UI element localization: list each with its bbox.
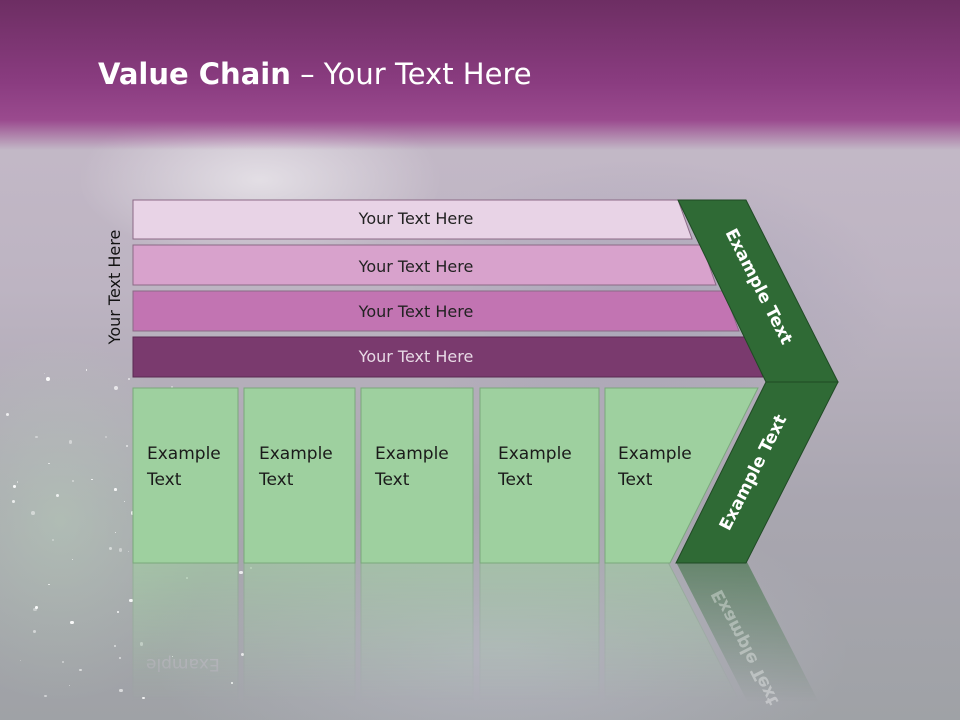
page-title: Value Chain – Your Text Here <box>98 56 532 92</box>
sparkle <box>239 570 243 574</box>
sparkle <box>6 412 10 416</box>
sparkle <box>16 480 19 483</box>
bar-1 <box>132 199 693 240</box>
sparkle <box>114 385 119 390</box>
bar-1-label: Your Text Here <box>358 209 474 228</box>
bar-4 <box>132 336 764 378</box>
sparkle <box>13 485 16 488</box>
box-2-line1: Example <box>259 444 333 464</box>
box-2-line2: Text <box>258 470 294 490</box>
title-band <box>0 0 960 150</box>
box-reflection <box>243 561 356 720</box>
box-reflection <box>479 561 600 720</box>
sparkle <box>105 435 108 439</box>
sparkle <box>130 510 135 515</box>
sparkle <box>55 493 59 497</box>
bar-3 <box>132 290 740 332</box>
bar-4-label: Your Text Here <box>358 347 474 366</box>
sparkle <box>68 440 72 444</box>
box-4-line1: Example <box>498 444 572 464</box>
box-5-line1: Example <box>618 444 692 464</box>
title-bold: Value Chain <box>98 57 291 91</box>
sparkle <box>47 583 50 586</box>
box-2 <box>243 387 356 564</box>
sparkle <box>45 377 50 381</box>
chevron-reflection <box>676 562 828 720</box>
sparkle <box>114 645 117 648</box>
sparkle <box>129 598 133 603</box>
chevron-bottom <box>675 381 839 564</box>
reflection-text: Example <box>146 654 220 674</box>
sparkle <box>43 372 46 374</box>
bar-2-label: Your Text Here <box>358 257 474 276</box>
sparkle <box>170 386 174 389</box>
reflection: Example <box>132 561 828 720</box>
sparkle <box>33 607 37 612</box>
box-reflection <box>132 561 239 720</box>
sparkle <box>44 695 47 698</box>
box-1 <box>132 387 239 564</box>
sparkle <box>109 547 112 551</box>
sparkle <box>62 660 65 663</box>
bar-3-label: Your Text Here <box>358 302 474 321</box>
sparkle <box>48 463 50 465</box>
sparkle <box>91 479 93 481</box>
bar-2 <box>132 244 717 286</box>
sparkle <box>34 606 38 609</box>
sparkle <box>124 500 126 502</box>
box-4-line2: Text <box>497 470 533 490</box>
sparkle <box>118 548 123 552</box>
sparkle <box>126 445 129 448</box>
box-3-line1: Example <box>375 444 449 464</box>
sparkle <box>12 500 16 504</box>
sparkle <box>119 688 123 693</box>
sparkle <box>31 511 36 515</box>
sparkle <box>79 668 83 672</box>
sparkle <box>20 659 22 661</box>
title-rest: – Your Text Here <box>290 57 532 91</box>
box-3 <box>360 387 474 564</box>
sparkle <box>52 539 54 542</box>
sparkle <box>114 488 117 491</box>
box-3-line2: Text <box>374 470 410 490</box>
sparkle <box>35 436 38 439</box>
sparkle <box>32 629 37 634</box>
sparkle <box>127 550 129 552</box>
box-reflection <box>360 561 474 720</box>
sparkle <box>128 377 131 380</box>
box-1-line1: Example <box>147 444 221 464</box>
box-5-line2: Text <box>617 470 653 490</box>
sparkle <box>115 532 117 534</box>
sparkle <box>118 656 122 660</box>
sparkle <box>85 369 88 371</box>
sparkle <box>117 611 120 614</box>
box-1-line2: Text <box>146 470 182 490</box>
sparkle <box>71 479 74 482</box>
sparkle <box>240 652 245 656</box>
box-5 <box>604 387 759 564</box>
sparkle <box>69 685 71 687</box>
box-4 <box>479 387 600 564</box>
sparkle <box>71 559 74 561</box>
sparkle <box>70 620 74 625</box>
